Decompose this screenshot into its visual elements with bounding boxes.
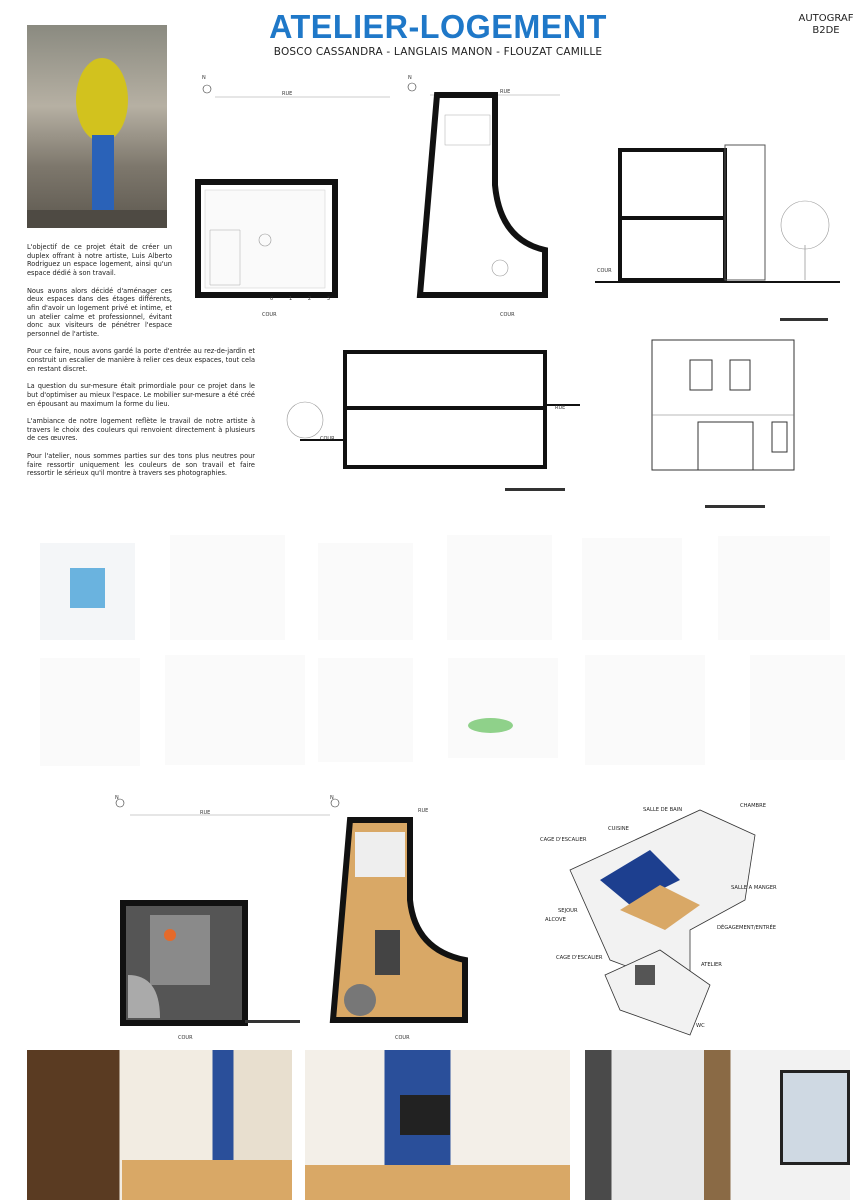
sketch-11 (585, 655, 705, 765)
intro-p3: Pour ce faire, nous avons gardé la porte… (27, 347, 255, 373)
brand-line-2: B2DE (812, 25, 840, 36)
sketch-3 (318, 543, 413, 640)
brand-line-1: AUTOGRAF (798, 13, 854, 24)
court-label-6: COUR (395, 1035, 410, 1041)
architectural-drawings (115, 82, 840, 1036)
north-label-4: N (330, 795, 334, 801)
section-b (286, 350, 580, 491)
north-label-3: N (115, 795, 119, 801)
render-living-room (27, 1050, 292, 1200)
axo-label-salle-manger: SALLE A MANGER (731, 885, 777, 891)
artist-photo (27, 25, 167, 228)
render-kitchen (305, 1050, 570, 1200)
sketch-12 (750, 655, 845, 760)
scale-0: 0 (270, 296, 274, 302)
sketch-10 (448, 658, 558, 758)
sketch-6 (718, 536, 830, 640)
street-label-1: RUE (282, 91, 293, 97)
axo-label-cuisine: CUISINE (608, 826, 629, 832)
ground-floor-plan (195, 84, 390, 298)
street-label-5: RUE (418, 808, 429, 814)
sketch-1 (40, 543, 135, 640)
colored-ground-plan (115, 798, 330, 1026)
axo-label-sdb: SALLE DE BAIN (643, 807, 683, 813)
intro-p4: La question du sur-mesure était primordi… (27, 382, 255, 408)
sketch-9 (318, 658, 413, 762)
sketch-2 (170, 535, 285, 640)
court-label-1: COUR (262, 312, 277, 318)
intro-p1: L'objectif de ce projet était de créer u… (27, 243, 172, 278)
court-label-3: COUR (597, 268, 612, 274)
scale-bar-labels: 0 1 2 3 (270, 296, 330, 302)
render-atelier (585, 1050, 850, 1200)
scale-2: 2 (307, 296, 312, 302)
intro-p6: Pour l'atelier, nous sommes parties sur … (27, 451, 255, 478)
sketch-4 (447, 535, 552, 640)
axo-label-sejour: SEJOUR (558, 908, 578, 914)
axo-label-wc: WC (696, 1023, 705, 1029)
court-label-4: COUR (320, 436, 335, 442)
axo-label-chambre: CHAMBRE (740, 803, 766, 809)
street-label-3: RUE (555, 405, 566, 411)
scale-1: 1 (288, 296, 293, 302)
axo-label-alcove: ALCOVE (545, 917, 566, 923)
axo-label-escalier: CAGE D'ESCALIER (540, 837, 587, 843)
axonometric-view (569, 809, 756, 1036)
axo-label-escalier-2: CAGE D'ESCALIER (556, 955, 603, 961)
court-label-5: COUR (178, 1035, 193, 1041)
north-label-1: N (202, 75, 206, 81)
poster-title: ATELIER-LOGEMENT (269, 8, 607, 45)
north-label-2: N (408, 75, 412, 81)
sketch-8 (165, 655, 305, 765)
axo-label-degagement: DÉGAGEMENT/ENTRÉE (717, 925, 777, 931)
sketch-7 (40, 658, 140, 766)
intro-p5: L'ambiance de notre logement reflète le … (27, 417, 255, 443)
colored-first-plan (329, 798, 468, 1023)
authors: BOSCO CASSANDRA - LANGLAIS MANON - FLOUZ… (273, 46, 603, 58)
sketch-5 (582, 538, 682, 640)
street-label-2: RUE (500, 89, 511, 95)
facade-elevation (651, 339, 795, 508)
scale-3: 3 (326, 296, 330, 302)
court-label-2: COUR (500, 312, 515, 318)
street-label-4: RUE (200, 810, 211, 816)
section-a (595, 144, 840, 321)
first-floor-plan (407, 82, 560, 298)
intro-p2: Nous avons alors décidé d'aménager ces d… (27, 286, 172, 339)
intro-text: L'objectif de ce projet était de créer u… (27, 243, 255, 487)
axo-label-atelier: ATELIER (701, 962, 722, 968)
